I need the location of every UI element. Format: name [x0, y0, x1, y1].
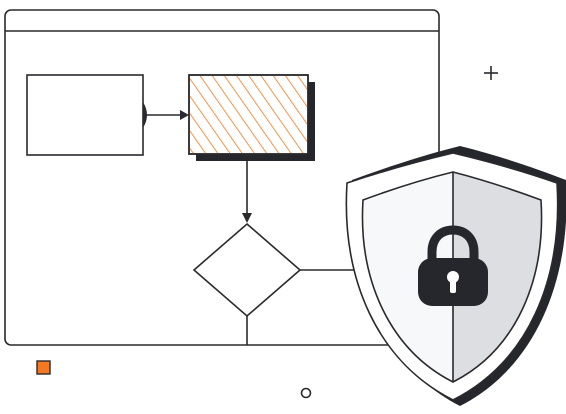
square-icon [36, 360, 51, 375]
plus-icon [484, 66, 498, 80]
flow-process-box [188, 74, 315, 161]
arrowhead-down-icon [242, 213, 252, 223]
shield-icon [345, 146, 566, 406]
process-box-hatching [188, 74, 309, 155]
arrowhead-icon [180, 110, 189, 120]
padlock-icon [418, 225, 488, 306]
padlock-shackle [427, 225, 479, 267]
flow-start-box [26, 74, 144, 156]
flow-connector-vertical [242, 154, 252, 223]
ring-icon [300, 387, 312, 399]
flow-connector-horizontal [142, 102, 189, 128]
keyhole-icon [447, 271, 459, 283]
